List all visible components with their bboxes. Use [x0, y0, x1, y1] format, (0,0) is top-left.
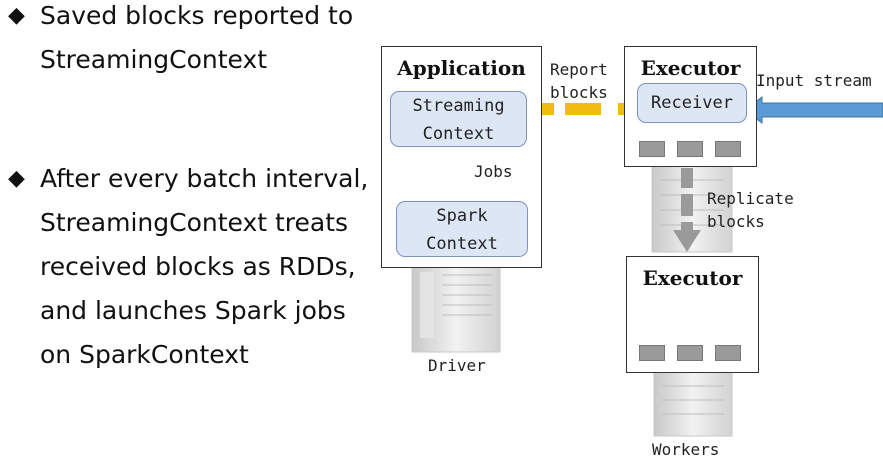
- replicate-label-line: Replicate: [707, 189, 794, 208]
- receiver-label: Receiver: [651, 93, 733, 113]
- spark-context-label: Context: [426, 234, 498, 254]
- data-block: [639, 345, 665, 361]
- input-stream-label: Input stream: [756, 71, 872, 90]
- input-stream-arrow: [744, 95, 883, 125]
- report-label-line: blocks: [550, 83, 608, 102]
- workers-label: Workers: [652, 440, 720, 459]
- report-label-line: Report: [550, 60, 608, 79]
- bullet-line: and launches Spark jobs: [40, 296, 346, 325]
- bullet-line: After every batch interval,: [40, 164, 369, 193]
- bullet-line: on SparkContext: [40, 340, 249, 369]
- executor-box: Executor Receiver: [624, 46, 757, 167]
- replicate-blocks-label: Replicate blocks: [707, 187, 794, 233]
- bullet-line: received blocks as RDDs,: [40, 252, 356, 281]
- worker-server-icon: [653, 371, 733, 437]
- data-block: [677, 345, 703, 361]
- executor-title: Executor: [640, 56, 741, 80]
- streaming-context-label: Streaming: [412, 96, 505, 116]
- replicate-blocks-arrow: [673, 168, 701, 252]
- spark-context-label: Spark: [436, 206, 488, 226]
- data-block: [677, 141, 703, 157]
- replicate-label-line: blocks: [707, 212, 765, 231]
- driver-label: Driver: [428, 356, 486, 375]
- driver-server-icon: [411, 261, 501, 353]
- bullet-line: StreamingContext: [40, 45, 268, 74]
- diagram-graphics: [411, 95, 883, 437]
- executor-box: Executor: [626, 256, 759, 373]
- application-title: Application: [397, 56, 526, 80]
- diamond-bullet-icon: ◆: [8, 3, 25, 28]
- streaming-context-node: Streaming Context: [390, 91, 527, 147]
- receiver-node: Receiver: [637, 83, 747, 123]
- executor-title: Executor: [642, 266, 743, 290]
- data-block: [715, 141, 741, 157]
- streaming-diagram: Application Streaming Context Spark Cont…: [370, 0, 883, 464]
- bullet-line: StreamingContext treats: [40, 208, 349, 237]
- data-block: [715, 345, 741, 361]
- diamond-bullet-icon: ◆: [8, 166, 25, 191]
- data-block: [639, 141, 665, 157]
- bullet-item: ◆ After every batch interval, StreamingC…: [8, 157, 368, 377]
- bullet-line: Saved blocks reported to: [40, 1, 354, 30]
- streaming-context-label: Context: [422, 124, 495, 144]
- report-blocks-label: Report blocks: [550, 58, 608, 104]
- application-box: Application Streaming Context Spark Cont…: [381, 46, 542, 268]
- spark-context-node: Spark Context: [396, 201, 528, 257]
- bullet-list: ◆ Saved blocks reported to StreamingCont…: [0, 0, 370, 464]
- bullet-item: ◆ Saved blocks reported to StreamingCont…: [8, 0, 353, 82]
- jobs-label: Jobs: [474, 162, 513, 181]
